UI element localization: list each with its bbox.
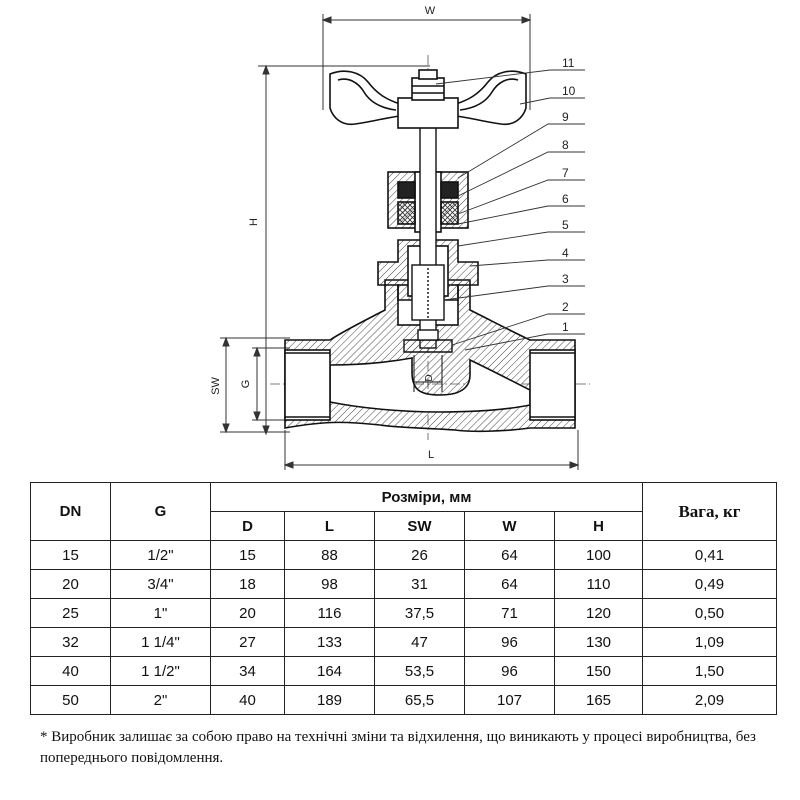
cell-w: 71 [464,598,555,628]
cell-l: 98 [284,569,375,599]
cell-dn: 20 [30,569,111,599]
cell-weight: 0,49 [642,569,777,599]
dimension-w-label: W [425,5,436,17]
cell-sw: 47 [374,627,465,657]
cell-g: 1 1/4" [110,627,211,657]
cell-h: 100 [554,540,643,570]
header-h: H [554,511,643,541]
dimension-h [258,64,430,436]
cell-l: 116 [284,598,375,628]
part-label-2: 2 [562,300,569,314]
part-label-11: 11 [562,56,575,70]
cell-dn: 40 [30,656,111,686]
dimension-sw [220,336,290,434]
header-dn: DN [30,482,111,541]
cell-d: 15 [210,540,285,570]
dimension-g [252,346,290,422]
cell-w: 96 [464,627,555,657]
cell-w: 64 [464,540,555,570]
part-label-8: 8 [562,138,569,152]
cell-g: 1/2" [110,540,211,570]
header-d: D [210,511,285,541]
dimension-sw-label: SW [210,377,222,395]
cell-d: 40 [210,685,285,715]
handwheel [329,69,527,129]
cell-g: 3/4" [110,569,211,599]
valve-body [284,279,576,433]
part-label-3: 3 [562,272,569,286]
part-label-10: 10 [562,84,576,98]
cell-weight: 2,09 [642,685,777,715]
cell-l: 133 [284,627,375,657]
cell-dn: 25 [30,598,111,628]
cell-l: 189 [284,685,375,715]
cell-h: 165 [554,685,643,715]
cell-d: 20 [210,598,285,628]
cell-l: 88 [284,540,375,570]
header-g: G [110,482,211,541]
header-sizes-group: Розміри, мм [210,482,643,512]
cell-weight: 1,50 [642,656,777,686]
dimension-h-label: H [248,218,260,226]
cell-d: 27 [210,627,285,657]
cell-w: 96 [464,656,555,686]
dimension-l [283,430,580,470]
part-label-4: 4 [562,246,569,260]
cell-w: 64 [464,569,555,599]
cell-sw: 65,5 [374,685,465,715]
cell-g: 1 1/2" [110,656,211,686]
valve-drawing: W H SW G L [210,5,590,470]
cell-h: 120 [554,598,643,628]
cell-dn: 32 [30,627,111,657]
cell-weight: 1,09 [642,627,777,657]
cell-sw: 26 [374,540,465,570]
part-label-9: 9 [562,110,569,124]
cell-weight: 0,50 [642,598,777,628]
footnote: * Виробник залишає за собою право на тех… [40,729,756,766]
dimension-d-label: D [424,374,435,381]
dimension-l-label: L [428,449,434,461]
cell-sw: 37,5 [374,598,465,628]
dimension-g-label: G [240,380,252,389]
part-label-5: 5 [562,218,569,232]
leader-lines [435,69,585,351]
cell-l: 164 [284,656,375,686]
part-label-1: 1 [562,320,569,334]
cell-d: 18 [210,569,285,599]
cell-dn: 50 [30,685,111,715]
part-label-7: 7 [562,166,569,180]
cell-h: 110 [554,569,643,599]
cell-d: 34 [210,656,285,686]
dimension-w [321,14,532,110]
cell-h: 150 [554,656,643,686]
cell-g: 2" [110,685,211,715]
part-label-6: 6 [562,192,569,206]
header-sw: SW [374,511,465,541]
cell-h: 130 [554,627,643,657]
part-number-labels: 11 10 9 8 7 6 5 4 3 2 1 [562,56,576,334]
cell-dn: 15 [30,540,111,570]
cell-g: 1" [110,598,211,628]
cell-w: 107 [464,685,555,715]
header-w: W [464,511,555,541]
header-l: L [284,511,375,541]
header-weight: Вага, кг [642,482,777,541]
cell-sw: 31 [374,569,465,599]
cell-weight: 0,41 [642,540,777,570]
cell-sw: 53,5 [374,656,465,686]
valve-stem [403,107,453,392]
